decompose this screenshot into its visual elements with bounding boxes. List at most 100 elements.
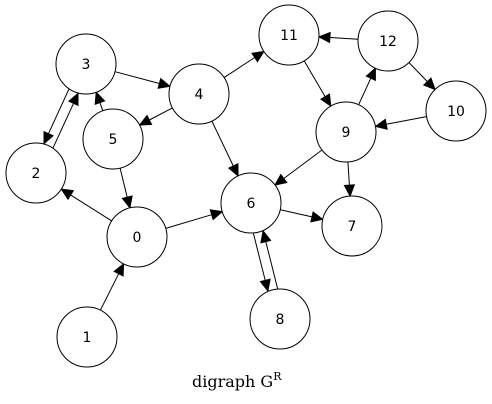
node-circle [55, 33, 117, 95]
node-circle [315, 101, 377, 163]
arrowhead [121, 195, 133, 210]
edge-5-to-3 [94, 91, 106, 111]
arrowhead [310, 211, 324, 223]
arrowhead [113, 262, 125, 277]
arrowhead [317, 31, 331, 44]
node-0: 0 [106, 206, 168, 268]
edge-line [99, 273, 120, 311]
node-circle [249, 288, 311, 350]
node-label: 5 [109, 132, 118, 148]
edge-4-to-6 [211, 120, 239, 177]
node-label: 12 [379, 34, 397, 50]
node-circle [106, 206, 168, 268]
arrowhead [365, 67, 376, 82]
arrowhead [67, 92, 79, 107]
arrowhead [209, 209, 224, 221]
edge-line [303, 60, 326, 97]
edge-3-to-2 [43, 88, 70, 145]
edge-line [52, 103, 74, 149]
node-10: 10 [425, 80, 487, 142]
node-label: 7 [348, 219, 357, 235]
edge-line [252, 233, 266, 281]
edge-line [48, 88, 70, 134]
node-label: 1 [83, 330, 92, 346]
edge-4-to-5 [138, 107, 173, 126]
node-2: 2 [5, 142, 67, 204]
edges-layer [43, 31, 436, 311]
node-label: 6 [247, 196, 256, 212]
arrowhead [374, 118, 388, 130]
edge-line [329, 37, 359, 40]
edge-9-to-12 [358, 67, 376, 106]
node-4: 4 [168, 63, 230, 125]
node-label: 3 [82, 57, 91, 73]
edge-line [223, 57, 255, 79]
arrowhead [343, 184, 356, 198]
edge-5-to-0 [119, 167, 133, 210]
node-circle [357, 10, 419, 72]
edge-3-to-4 [114, 71, 172, 89]
edge-line [99, 102, 104, 111]
node-label: 11 [280, 28, 298, 44]
node-label: 10 [447, 104, 465, 120]
node-11: 11 [258, 4, 320, 66]
arrowhead [251, 50, 265, 63]
node-label: 8 [276, 312, 285, 328]
node-label: 9 [342, 125, 351, 141]
node-label: 4 [195, 87, 204, 103]
graph-caption-main: digraph G [192, 372, 273, 391]
arrowhead [259, 278, 271, 293]
arrowhead [319, 93, 332, 108]
edge-line [119, 167, 128, 198]
edge-9-to-6 [274, 149, 323, 186]
node-circle [5, 142, 67, 204]
node-7: 7 [321, 195, 383, 257]
node-8: 8 [249, 288, 311, 350]
node-circle [168, 63, 230, 125]
node-circle [258, 4, 320, 66]
arrowhead [227, 163, 239, 177]
edge-11-to-9 [303, 60, 332, 108]
node-9: 9 [315, 101, 377, 163]
edge-line [280, 209, 313, 218]
arrowhead [60, 188, 75, 201]
edge-line [358, 77, 372, 106]
edge-12-to-11 [317, 31, 359, 44]
node-circle [220, 172, 282, 234]
edge-line [347, 161, 350, 186]
node-12: 12 [357, 10, 419, 72]
node-1: 1 [56, 306, 118, 368]
arrowhead [157, 77, 172, 89]
graph-caption: digraph GR [192, 370, 282, 391]
arrowhead [94, 91, 106, 106]
edge-0-to-6 [165, 209, 224, 229]
node-label: 2 [32, 166, 41, 182]
edge-0-to-2 [60, 188, 112, 222]
edge-line [149, 107, 173, 121]
edge-line [211, 120, 234, 167]
edge-10-to-9 [374, 116, 427, 130]
node-circle [82, 108, 144, 170]
edge-line [165, 214, 212, 229]
arrowhead [260, 229, 272, 244]
edge-line [265, 241, 279, 289]
node-circle [321, 195, 383, 257]
edge-line [386, 116, 427, 125]
edge-2-to-3 [52, 92, 79, 149]
edge-line [70, 194, 112, 222]
edge-12-to-10 [408, 62, 436, 91]
node-5: 5 [82, 108, 144, 170]
edge-9-to-7 [343, 161, 356, 198]
node-label: 0 [133, 230, 142, 246]
edge-8-to-6 [260, 229, 279, 289]
edge-line [408, 62, 428, 82]
arrowhead [422, 77, 436, 91]
node-circle [425, 80, 487, 142]
edge-6-to-7 [280, 209, 324, 223]
edge-line [283, 149, 323, 179]
node-3: 3 [55, 33, 117, 95]
edge-1-to-0 [99, 262, 125, 311]
edge-line [114, 71, 160, 84]
